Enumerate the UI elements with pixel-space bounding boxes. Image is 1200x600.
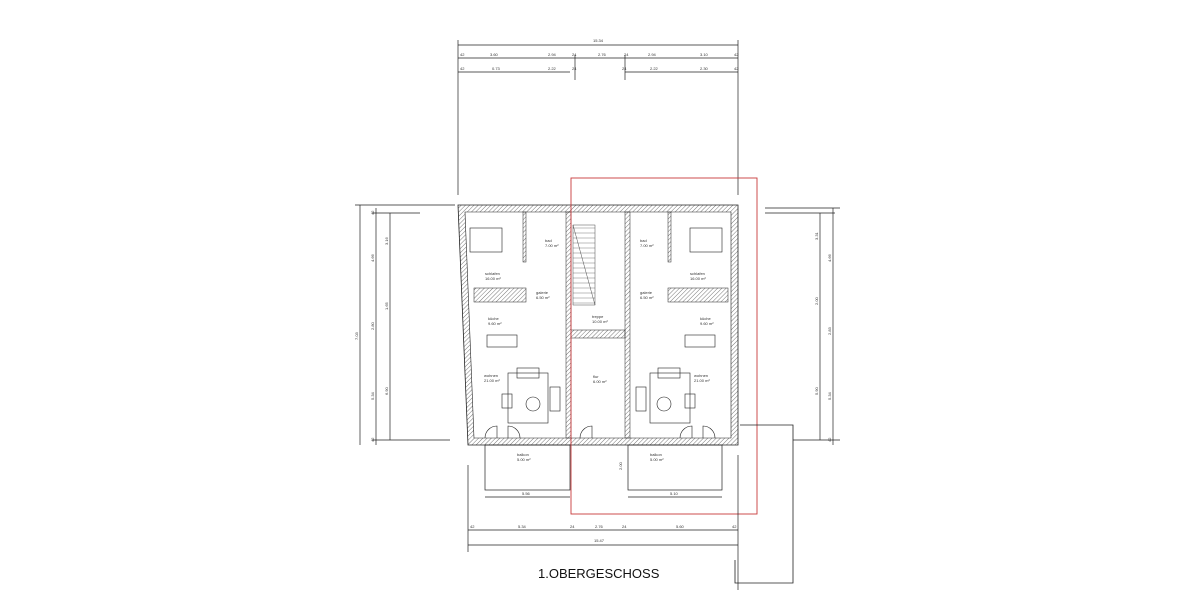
interior [464,211,732,439]
dim-top-row2: 24 [622,66,627,71]
dim-left-outer: 42 [370,210,375,215]
dim-left-outer: 2.80 [370,321,375,330]
room-label: balkon [650,452,662,457]
dim-bottom-row: 5.34 [518,524,527,529]
dim-top-row1: 24 [572,52,577,57]
room-label: galerie [640,290,653,295]
dim-top-row2: 2.22 [548,66,557,71]
furniture [469,227,723,439]
room-label: wohnen [694,373,708,378]
dim-top-row2: 24 [572,66,577,71]
dim-top-row1: 42 [460,52,465,57]
dim-top-row1: 2.76 [598,52,607,57]
room-area: 6.00 m² [593,379,607,384]
dim-top-row1: 2.94 [648,52,657,57]
room-area: 5.00 m² [650,457,664,462]
room-label: schlafen [485,271,500,276]
dim-top-overall: 15.34 [593,38,604,43]
room-label: balkon [517,452,529,457]
room-label: flur [593,374,599,379]
dim-top-row1: 42 [734,52,739,57]
room-label: treppe [592,314,604,319]
dim-left-overall: 7.03 [354,331,359,340]
dim-left-inner: 3.16 [384,236,389,245]
top-dimensions [457,40,739,195]
dim-left-outer: 4.66 [370,253,375,262]
dim-bottom-row: 24 [570,524,575,529]
dim-right-outer: 4.66 [827,253,832,262]
section-frame [570,177,758,515]
room-area: 6.50 m² [536,295,550,300]
room-area: 9.60 m² [488,321,502,326]
dim-left-outer: 5.34 [370,391,375,400]
dim-top-row1: 3.10 [700,52,709,57]
dim-top-row2: 42 [734,66,739,71]
room-label: bad [545,238,552,243]
dim-right-outer: 42 [827,437,832,442]
dim-top-row1: 2.94 [548,52,557,57]
room-label: bad [640,238,647,243]
dim-right-inner: 2.00 [814,296,819,305]
room-area: 21.00 m² [694,378,710,383]
dim-bottom-row: 42 [470,524,475,529]
dim-right-outer: 2.83 [827,326,832,335]
room-area: 7.00 m² [545,243,559,248]
room-area: 10.00 m² [592,319,608,324]
room-label: galerie [536,290,549,295]
room-label: schlafen [690,271,705,276]
dim-left-inner: 1.65 [384,301,389,310]
dim-top-row2: 0.73 [492,66,501,71]
dim-right-outer: 5.34 [827,391,832,400]
room-area: 5.00 m² [517,457,531,462]
room-area: 9.60 m² [700,321,714,326]
room-area: 7.00 m² [640,243,654,248]
room-label: küche [488,316,499,321]
room-label: küche [700,316,711,321]
dim-top-row1: 24 [624,52,629,57]
room-area: 16.00 m² [690,276,706,281]
dim-bottom-overall: 15.47 [594,538,605,543]
room-area: 21.00 m² [484,378,500,383]
dim-balcony-right: 5.10 [670,491,679,496]
dim-bottom-row: 42 [732,524,737,529]
dim-bottom-row: 5.60 [676,524,685,529]
dim-top-row2: 2.30 [700,66,709,71]
dim-top-row2: 2.22 [650,66,659,71]
balconies [484,444,723,498]
dim-top-row1: 3.60 [490,52,499,57]
dim-left-inner: 6.90 [384,386,389,395]
bottom-dimensions [467,455,739,590]
interior-walls [473,211,729,439]
dim-right-inner: 3.31 [814,231,819,240]
side-dimensions [355,204,840,445]
dim-balcony-depth: 2.00 [618,461,623,470]
dim-bottom-row: 24 [622,524,627,529]
dim-top-row2: 42 [460,66,465,71]
dim-right-inner: 5.90 [814,386,819,395]
room-area: 6.50 m² [640,295,654,300]
room-label: wohnen [484,373,498,378]
section-leader [734,424,794,584]
dim-balcony-left: 5.56 [522,491,531,496]
plan-title: 1.OBERGESCHOSS [538,566,660,581]
staircase [572,224,596,306]
room-area: 16.00 m² [485,276,501,281]
dim-left-outer: 42 [370,437,375,442]
dim-bottom-row: 2.76 [595,524,604,529]
